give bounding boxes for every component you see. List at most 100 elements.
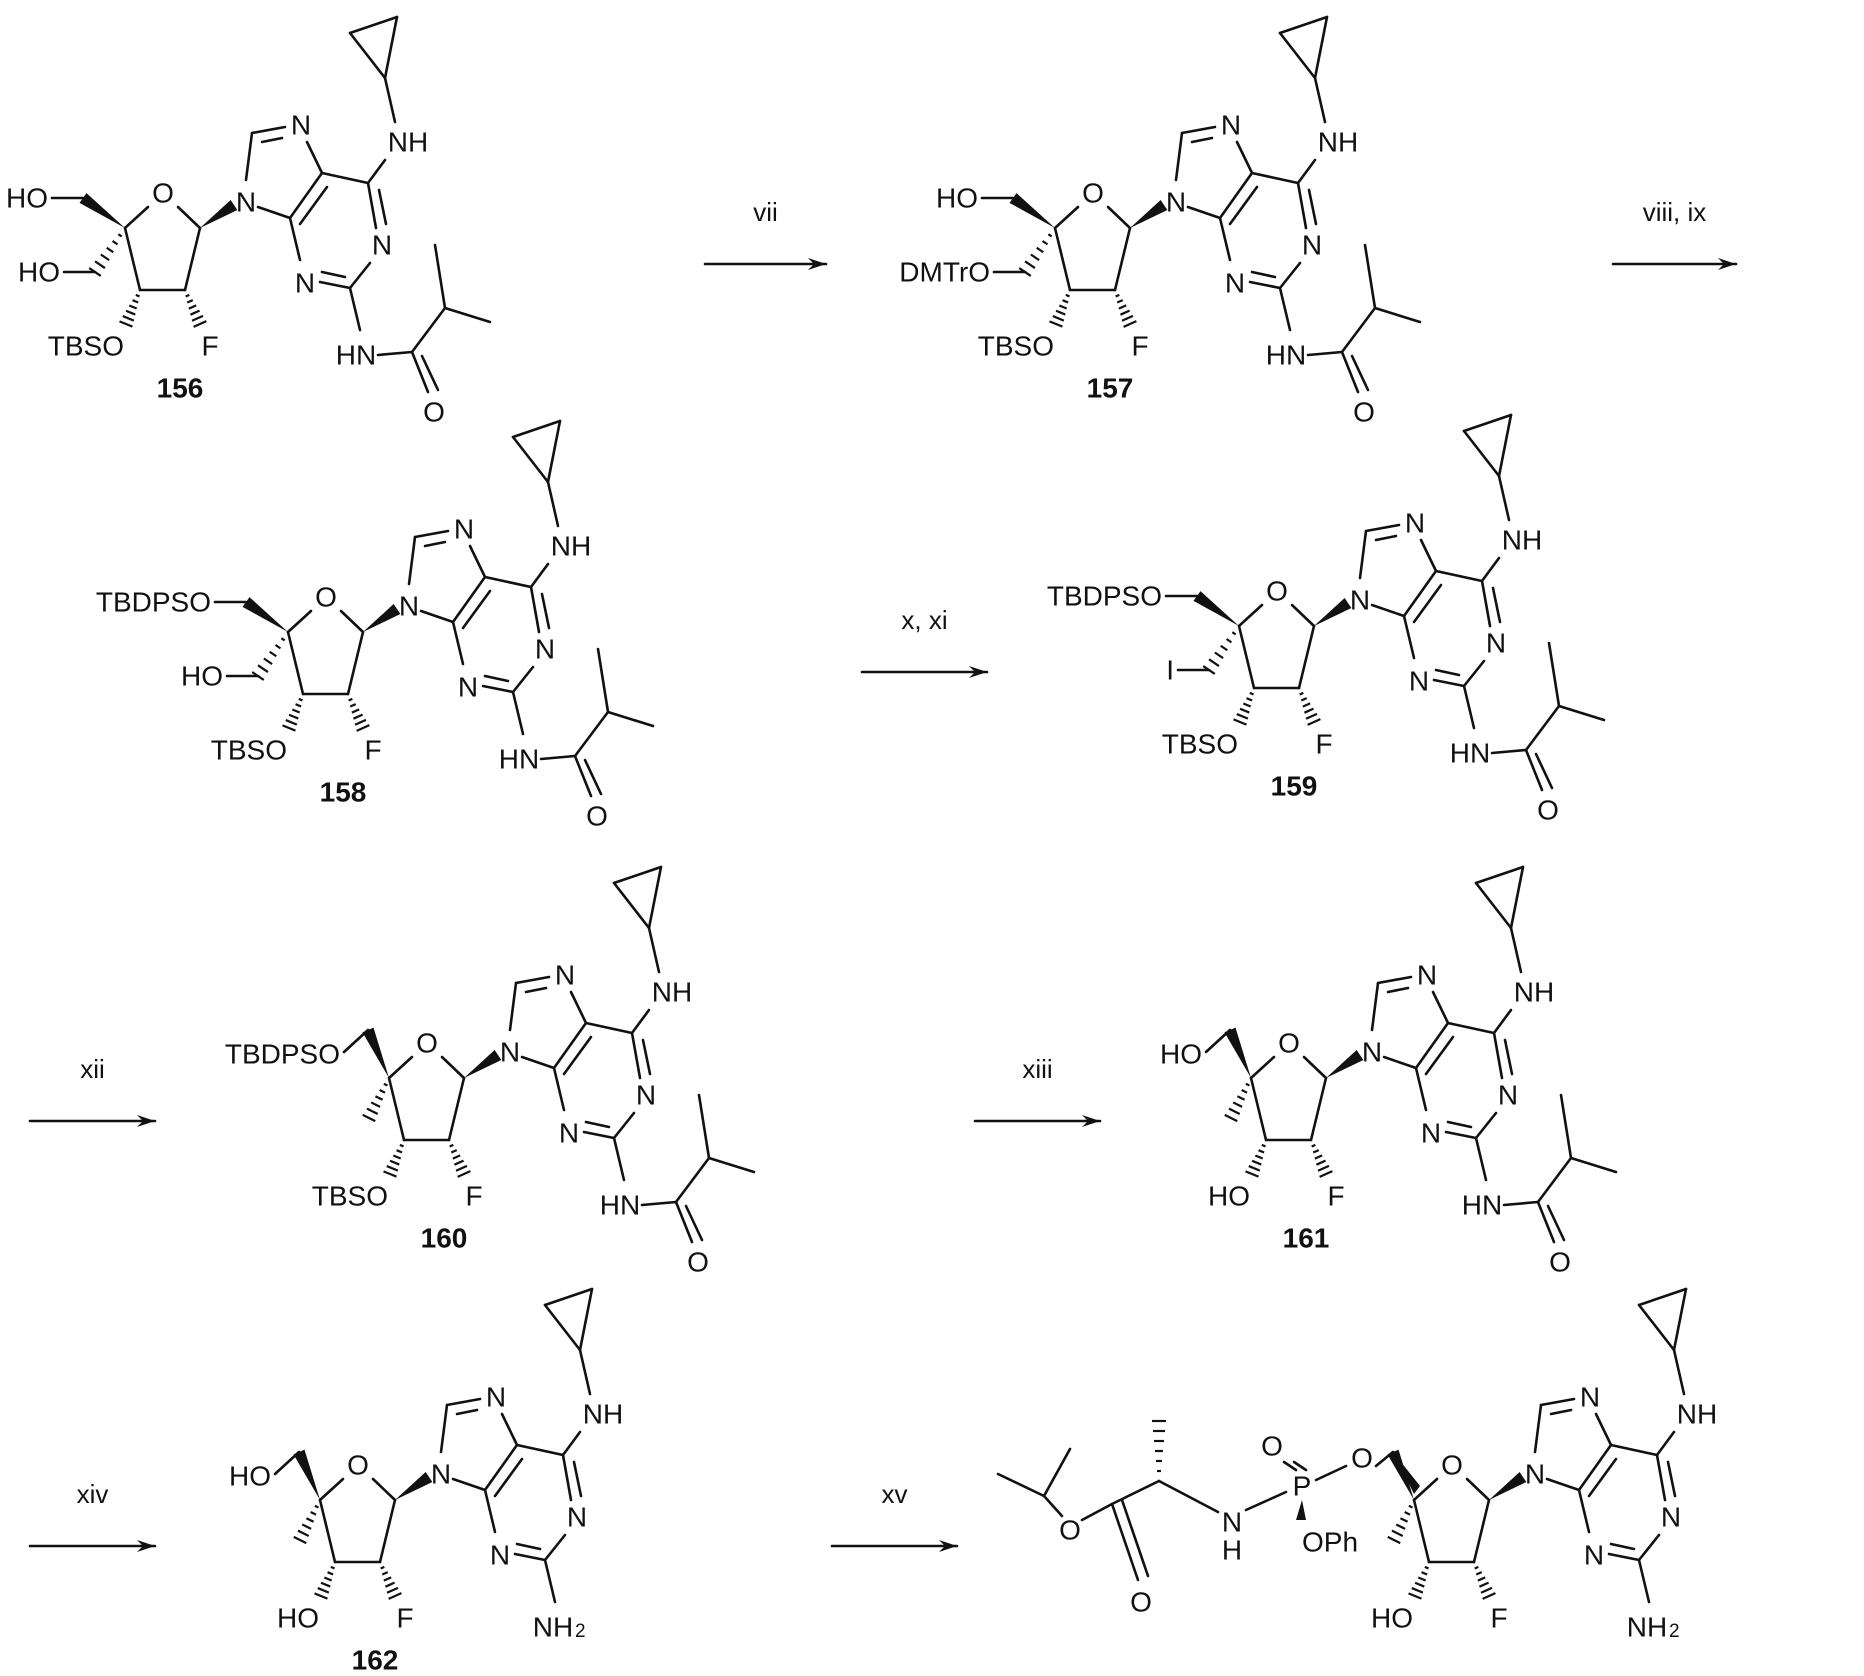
wedge-bond xyxy=(79,193,125,228)
hash-bond xyxy=(380,1565,402,1600)
bond xyxy=(697,1093,711,1160)
bond xyxy=(378,1498,397,1564)
bond xyxy=(346,630,365,696)
wedge-bond xyxy=(1009,193,1055,228)
bond xyxy=(1539,1397,1576,1407)
bond xyxy=(410,306,447,354)
bond xyxy=(348,15,399,35)
hash-bond xyxy=(1049,293,1070,328)
bond xyxy=(1462,413,1513,433)
arrow-head-icon xyxy=(1082,1115,1100,1127)
ester-oxygen: O xyxy=(1059,1515,1081,1546)
reaction-arrow-3: x, xi xyxy=(860,605,989,678)
bond xyxy=(1313,76,1327,124)
bond xyxy=(483,1488,497,1534)
bond xyxy=(1237,603,1264,628)
bond xyxy=(455,1408,479,1416)
wedge-bond xyxy=(293,1449,320,1500)
bond xyxy=(1472,1498,1491,1564)
bond xyxy=(612,865,663,885)
atom-label-n7: N xyxy=(454,514,474,545)
bond xyxy=(1374,1450,1395,1468)
bond xyxy=(1374,534,1398,542)
c5-substituent: HO xyxy=(229,1461,271,1492)
phosphoryl-oxygen: O xyxy=(1261,1431,1283,1462)
bond xyxy=(500,1412,519,1447)
atom-label-n9: N xyxy=(399,591,419,622)
bond xyxy=(1278,286,1292,332)
bond xyxy=(1462,659,1486,688)
bond xyxy=(596,647,610,714)
bond xyxy=(1434,668,1461,677)
atom-label-f: F xyxy=(201,331,218,362)
bond xyxy=(511,665,535,694)
c3-substituent: HO xyxy=(1208,1181,1250,1212)
bond xyxy=(1672,1287,1688,1352)
phosphate-oxygen: O xyxy=(1351,1443,1373,1474)
bond xyxy=(1370,603,1406,618)
bond xyxy=(1180,125,1217,135)
bond xyxy=(371,1477,397,1502)
atom-label-n3: N xyxy=(1421,1118,1441,1149)
bond xyxy=(468,544,487,579)
bond xyxy=(387,1076,406,1142)
arrow-head-icon xyxy=(1718,258,1736,270)
bond xyxy=(1412,1498,1431,1564)
atom-label-nh: NH xyxy=(1514,977,1554,1008)
wedge-bond xyxy=(1130,200,1168,228)
bond xyxy=(543,1287,594,1307)
arrow-head-icon xyxy=(969,666,987,678)
atom-label-n9: N xyxy=(1362,1037,1382,1068)
wedge-bond xyxy=(1393,1452,1420,1494)
bond xyxy=(1666,1460,1677,1498)
bond xyxy=(483,575,533,589)
c4-substituent: DMTrO xyxy=(899,257,990,288)
bond xyxy=(1402,614,1416,660)
atom-label-hn: HN xyxy=(600,1190,640,1221)
bond xyxy=(1569,1156,1618,1174)
bond xyxy=(440,1055,466,1080)
atom-label-hn: HN xyxy=(499,744,539,775)
hash-bond xyxy=(1202,631,1237,675)
bond xyxy=(1524,748,1544,792)
bond xyxy=(1237,624,1256,690)
bond xyxy=(1637,1533,1661,1562)
bond xyxy=(1106,205,1132,230)
wedge-bond xyxy=(1296,1500,1306,1520)
wedge-bond xyxy=(200,200,238,228)
bond xyxy=(584,1021,634,1035)
bond xyxy=(1314,1464,1348,1482)
atom-label-f: F xyxy=(364,735,381,766)
atom-label-nh: NH xyxy=(1318,127,1358,158)
atom-label-f: F xyxy=(1490,1603,1507,1634)
bond xyxy=(1533,1403,1543,1454)
bond xyxy=(1434,569,1484,583)
c5-substituent: TBDPSO xyxy=(225,1039,340,1070)
bond xyxy=(451,1477,487,1492)
compound-label: 162 xyxy=(352,1645,399,1676)
bond xyxy=(1549,1408,1573,1416)
wedge-bond xyxy=(1326,1050,1364,1078)
reaction-arrow-4: xii xyxy=(28,1054,157,1127)
atom-label-n7: N xyxy=(1221,110,1241,141)
bond xyxy=(640,1200,678,1207)
carbonyl-oxygen: O xyxy=(1130,1587,1152,1618)
bond xyxy=(1363,243,1377,310)
atom-label-hn: HN xyxy=(1266,340,1306,371)
atom-label-n1: N xyxy=(535,634,555,665)
bond xyxy=(419,609,455,624)
bond xyxy=(1474,881,1513,930)
compound-label: 161 xyxy=(1283,1223,1330,1254)
atom-label-n7: N xyxy=(486,1382,506,1413)
hash-bond xyxy=(293,1504,319,1545)
bond xyxy=(647,865,663,930)
bond xyxy=(520,1055,556,1070)
wedge-bond xyxy=(395,1472,433,1500)
bond xyxy=(511,435,550,484)
bond xyxy=(1502,1200,1540,1207)
bond xyxy=(1228,185,1259,226)
arrow-head-icon xyxy=(939,1540,957,1552)
bond xyxy=(383,76,397,124)
